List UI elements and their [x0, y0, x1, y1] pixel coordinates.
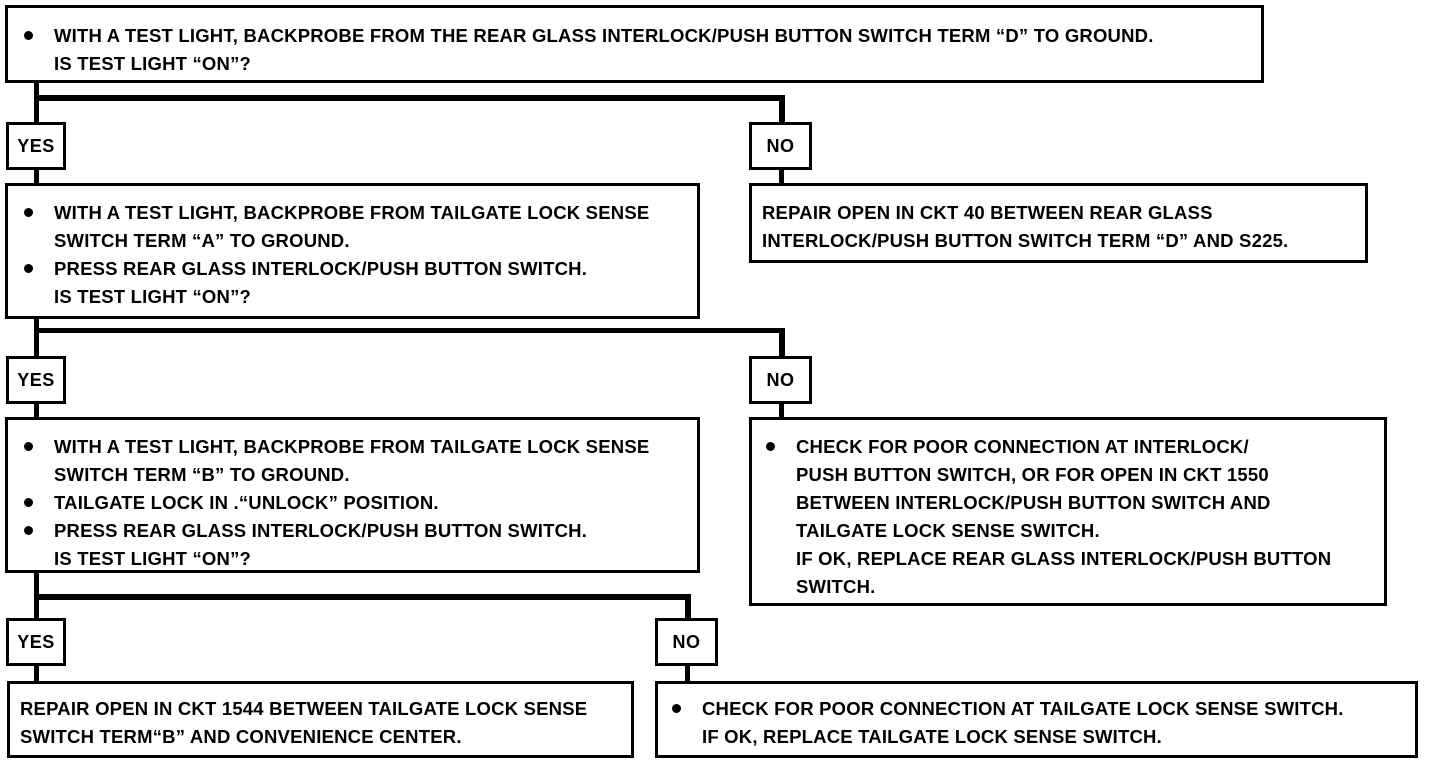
step-3-item-3-line-1: PRESS REAR GLASS INTERLOCK/PUSH BUTTON S… — [54, 520, 588, 541]
step-2-item-1-line-2: SWITCH TERM “A” TO GROUND. — [54, 230, 350, 251]
bullet-icon — [24, 526, 33, 535]
step-3-item-1-line-2: SWITCH TERM “B” TO GROUND. — [54, 464, 350, 485]
no-2-line-4: TAILGATE LOCK SENSE SWITCH. — [796, 520, 1100, 541]
step-1-item: WITH A TEST LIGHT, BACKPROBE FROM THE RE… — [16, 22, 1261, 50]
no-1-line-1: REPAIR OPEN IN CKT 40 BETWEEN REAR GLASS — [762, 202, 1213, 223]
step-1-text: WITH A TEST LIGHT, BACKPROBE FROM THE RE… — [54, 25, 1154, 46]
yes-3-result-box: REPAIR OPEN IN CKT 1544 BETWEEN TAILGATE… — [7, 681, 634, 758]
no-1-result-box: REPAIR OPEN IN CKT 40 BETWEEN REAR GLASS… — [749, 183, 1368, 263]
bullet-icon — [24, 442, 33, 451]
no-2-line-6: SWITCH. — [796, 576, 876, 597]
yes-label-3: YES — [6, 618, 66, 666]
step-1-box: WITH A TEST LIGHT, BACKPROBE FROM THE RE… — [5, 5, 1264, 83]
no-1-line-2: INTERLOCK/PUSH BUTTON SWITCH TERM “D” AN… — [762, 230, 1289, 251]
bullet-icon — [24, 264, 33, 273]
no-3-line-2: IF OK, REPLACE TAILGATE LOCK SENSE SWITC… — [702, 726, 1162, 747]
step-1-question: IS TEST LIGHT “ON”? — [54, 53, 252, 74]
connector-line — [34, 168, 39, 186]
step-2-item-2-line-1: PRESS REAR GLASS INTERLOCK/PUSH BUTTON S… — [54, 258, 588, 279]
yes-label-1: YES — [6, 122, 66, 170]
connector-line — [34, 95, 785, 101]
no-label-2: NO — [749, 356, 812, 404]
no-3-result-box: CHECK FOR POOR CONNECTION AT TAILGATE LO… — [655, 681, 1418, 758]
connector-line — [34, 594, 691, 600]
step-3-item: TAILGATE LOCK IN .“UNLOCK” POSITION. — [16, 489, 697, 517]
step-2-item: WITH A TEST LIGHT, BACKPROBE FROM TAILGA… — [16, 199, 697, 255]
connector-line — [685, 664, 690, 684]
step-2-box: WITH A TEST LIGHT, BACKPROBE FROM TAILGA… — [5, 183, 700, 319]
no-label-3: NO — [655, 618, 718, 666]
step-2-item-1-line-1: WITH A TEST LIGHT, BACKPROBE FROM TAILGA… — [54, 202, 650, 223]
no-3-item: CHECK FOR POOR CONNECTION AT TAILGATE LO… — [664, 695, 1415, 751]
step-3-question: IS TEST LIGHT “ON”? — [54, 548, 252, 569]
bullet-icon — [24, 31, 33, 40]
bullet-icon — [766, 442, 775, 451]
bullet-icon — [24, 498, 33, 507]
step-2-question: IS TEST LIGHT “ON”? — [54, 286, 252, 307]
connector-line — [685, 594, 691, 620]
no-2-item: CHECK FOR POOR CONNECTION AT INTERLOCK/ … — [758, 433, 1384, 601]
yes-3-line-1: REPAIR OPEN IN CKT 1544 BETWEEN TAILGATE… — [20, 698, 588, 719]
step-3-item-2-line-1: TAILGATE LOCK IN .“UNLOCK” POSITION. — [54, 492, 439, 513]
connector-line — [34, 402, 39, 420]
connector-line — [34, 80, 39, 122]
no-3-line-1: CHECK FOR POOR CONNECTION AT TAILGATE LO… — [702, 698, 1344, 719]
step-3-box: WITH A TEST LIGHT, BACKPROBE FROM TAILGA… — [5, 417, 700, 573]
no-2-line-5: IF OK, REPLACE REAR GLASS INTERLOCK/PUSH… — [796, 548, 1332, 569]
yes-3-line-2: SWITCH TERM“B” AND CONVENIENCE CENTER. — [20, 726, 462, 747]
connector-line — [779, 328, 785, 356]
connector-line — [779, 168, 784, 186]
connector-line — [34, 664, 39, 684]
connector-line — [34, 328, 785, 333]
connector-line — [34, 316, 39, 356]
no-2-line-1: CHECK FOR POOR CONNECTION AT INTERLOCK/ — [796, 436, 1249, 457]
no-2-line-2: PUSH BUTTON SWITCH, OR FOR OPEN IN CKT 1… — [796, 464, 1269, 485]
step-3-item: WITH A TEST LIGHT, BACKPROBE FROM TAILGA… — [16, 433, 697, 489]
no-2-result-box: CHECK FOR POOR CONNECTION AT INTERLOCK/ … — [749, 417, 1387, 606]
step-3-item-1-line-1: WITH A TEST LIGHT, BACKPROBE FROM TAILGA… — [54, 436, 650, 457]
connector-line — [779, 95, 785, 122]
no-2-line-3: BETWEEN INTERLOCK/PUSH BUTTON SWITCH AND — [796, 492, 1271, 513]
step-2-item: PRESS REAR GLASS INTERLOCK/PUSH BUTTON S… — [16, 255, 697, 283]
bullet-icon — [24, 208, 33, 217]
yes-label-2: YES — [6, 356, 66, 404]
connector-line — [779, 402, 784, 420]
bullet-icon — [672, 704, 681, 713]
no-label-1: NO — [749, 122, 812, 170]
step-3-item: PRESS REAR GLASS INTERLOCK/PUSH BUTTON S… — [16, 517, 697, 545]
